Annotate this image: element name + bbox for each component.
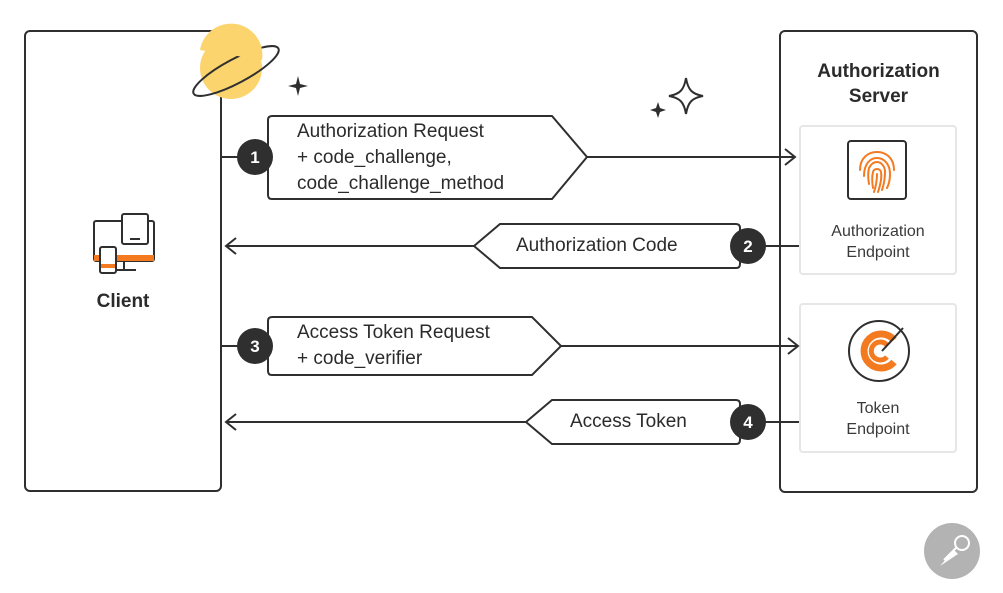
server-title-line-2: Server bbox=[848, 86, 909, 107]
token-logo-icon bbox=[848, 320, 910, 382]
step-4-message: Access Token bbox=[570, 409, 687, 435]
token-endpoint-label-line-1: Token bbox=[856, 400, 900, 417]
postman-logo-icon bbox=[924, 523, 980, 579]
step-1-number: 1 bbox=[250, 148, 259, 167]
step-1-line-1: Authorization Request bbox=[297, 121, 484, 142]
sparkle-icon bbox=[650, 77, 704, 118]
authorization-endpoint-label-line-2: Endpoint bbox=[846, 244, 910, 261]
step-3-message-box bbox=[267, 316, 563, 376]
step-2-badge: 2 bbox=[730, 228, 766, 264]
step-3-number: 3 bbox=[250, 337, 259, 356]
planet-icon bbox=[192, 23, 280, 99]
sparkle-icon bbox=[288, 76, 308, 96]
server-title: Authorization Server bbox=[779, 59, 978, 109]
step-1-line-2: + code_challenge, bbox=[297, 147, 452, 168]
step-4-line-1: Access Token bbox=[570, 411, 687, 432]
authorization-endpoint-label-line-1: Authorization bbox=[831, 223, 925, 240]
fingerprint-icon bbox=[847, 140, 907, 200]
step-4-arrow bbox=[224, 399, 799, 445]
step-3-message: Access Token Request + code_verifier bbox=[297, 320, 490, 372]
step-1-message-box bbox=[267, 115, 589, 200]
step-3-badge: 3 bbox=[237, 328, 273, 364]
step-4-number: 4 bbox=[743, 413, 753, 432]
step-3-line-1: Access Token Request bbox=[297, 322, 490, 343]
step-3-line-2: + code_verifier bbox=[297, 348, 423, 369]
step-4-badge: 4 bbox=[730, 404, 766, 440]
server-title-line-1: Authorization bbox=[817, 61, 940, 82]
authorization-endpoint-label: Authorization Endpoint bbox=[799, 221, 957, 263]
step-1-badge: 1 bbox=[237, 139, 273, 175]
devices-icon bbox=[93, 213, 155, 274]
step-2-number: 2 bbox=[743, 237, 752, 256]
step-2-arrow bbox=[224, 223, 799, 269]
step-2-message: Authorization Code bbox=[516, 233, 678, 259]
step-1-line-3: code_challenge_method bbox=[297, 173, 505, 194]
step-2-line-1: Authorization Code bbox=[516, 235, 678, 256]
token-endpoint-label-line-2: Endpoint bbox=[846, 421, 910, 438]
token-endpoint-label: Token Endpoint bbox=[799, 398, 957, 440]
step-1-message: Authorization Request + code_challenge, … bbox=[297, 119, 504, 197]
step-3-arrow bbox=[222, 316, 800, 376]
client-label: Client bbox=[96, 291, 150, 312]
